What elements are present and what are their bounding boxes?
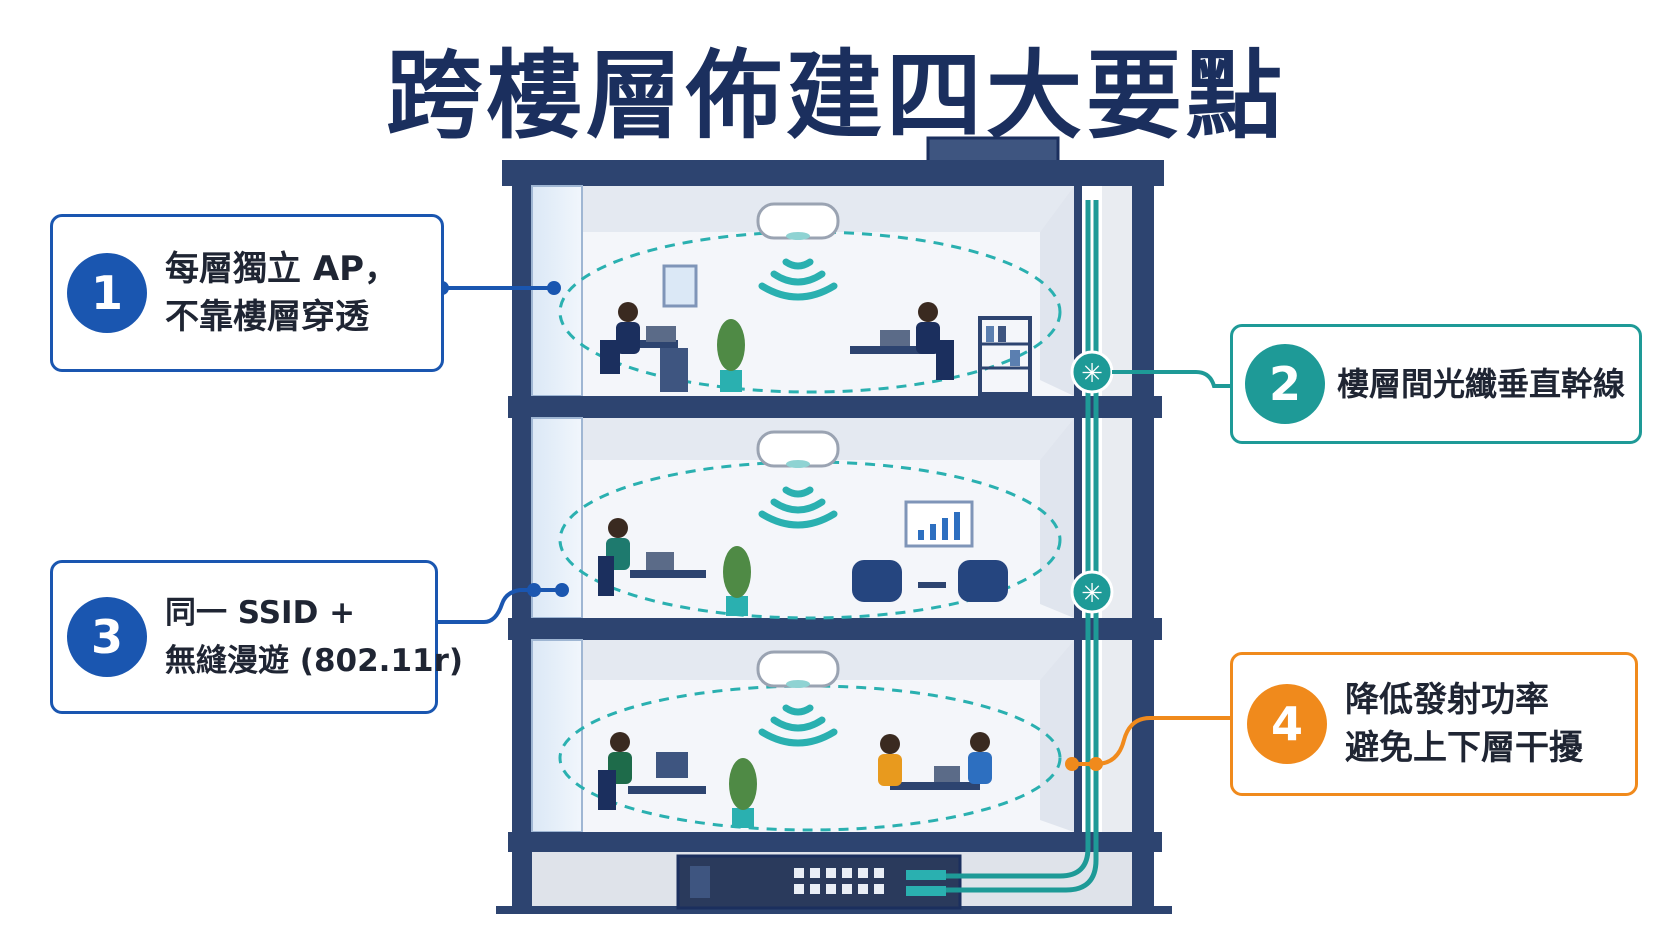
bookshelf-icon [978,316,1032,396]
svg-text:✳: ✳ [1081,579,1103,609]
left-wall [512,186,532,908]
plant-icon [729,758,757,828]
right-wall [1132,186,1154,908]
wifi-signal-icon [758,704,838,747]
riser-shaft [1102,186,1132,908]
roof-slab [502,160,1164,186]
callout-3: 3 同一 SSID + 無縫漫遊 (802.11r) [50,560,463,714]
callout-1-line-2: 不靠樓層穿透 [165,297,369,337]
roof-unit [926,136,1060,164]
connector-line-4 [1065,716,1232,771]
chart-poster [904,500,974,548]
armchair-icon [852,560,1008,602]
ground-line [496,906,1172,914]
callout-3-line-1: 同一 SSID + [165,595,356,631]
callout-2: 2 樓層間光纖垂直幹線 [1230,324,1642,444]
callout-3-line-2: 無縫漫遊 (802.11r) [165,643,464,679]
connector-line-2 [1112,370,1232,388]
badge-3: 3 [67,597,147,677]
ceiling-access-point-icon [756,650,840,688]
coverage-ellipse-floor-2 [558,460,1062,620]
riser-shaft-wall [1074,186,1082,908]
svg-text:✳: ✳ [1081,359,1103,389]
wifi-signal-icon [758,486,838,529]
wifi-signal-icon [758,258,838,301]
callout-2-text: 樓層間光纖垂直幹線 [1337,360,1625,408]
callout-4-line-1: 降低發射功率 [1345,680,1549,720]
wall-picture [662,264,698,308]
fiber-trunk-line [946,200,1099,893]
callout-4-line-2: 避免上下層干擾 [1345,728,1583,768]
callout-4: 4 降低發射功率 避免上下層干擾 [1230,652,1638,796]
office-worker-figure [878,732,992,790]
ceiling-access-point-icon [756,430,840,468]
network-switch-icon [676,854,962,910]
page-title: 跨樓層佈建四大要點 [386,40,1286,152]
callout-2-line-1: 樓層間光纖垂直幹線 [1337,365,1626,403]
badge-4: 4 [1247,684,1327,764]
office-worker-figure [598,732,706,810]
ceiling-access-point-icon [756,202,840,240]
office-worker-figure [600,302,688,392]
badge-1: 1 [67,253,147,333]
callout-3-text: 同一 SSID + 無縫漫遊 (802.11r) [165,589,463,685]
fiber-junction-icon: ✳ [1070,350,1114,394]
office-worker-figure [598,518,706,596]
callout-4-text: 降低發射功率 避免上下層干擾 [1345,676,1583,772]
badge-2: 2 [1245,344,1325,424]
connector-line-3 [436,583,569,624]
callout-1-line-1: 每層獨立 AP， [165,249,399,289]
office-worker-figure [850,302,954,380]
plant-icon [717,319,745,392]
fiber-junction-icon: ✳ [1070,570,1114,614]
callout-1-text: 每層獨立 AP， 不靠樓層穿透 [165,245,398,341]
plant-icon [723,546,751,616]
callout-1: 1 每層獨立 AP， 不靠樓層穿透 [50,214,444,372]
